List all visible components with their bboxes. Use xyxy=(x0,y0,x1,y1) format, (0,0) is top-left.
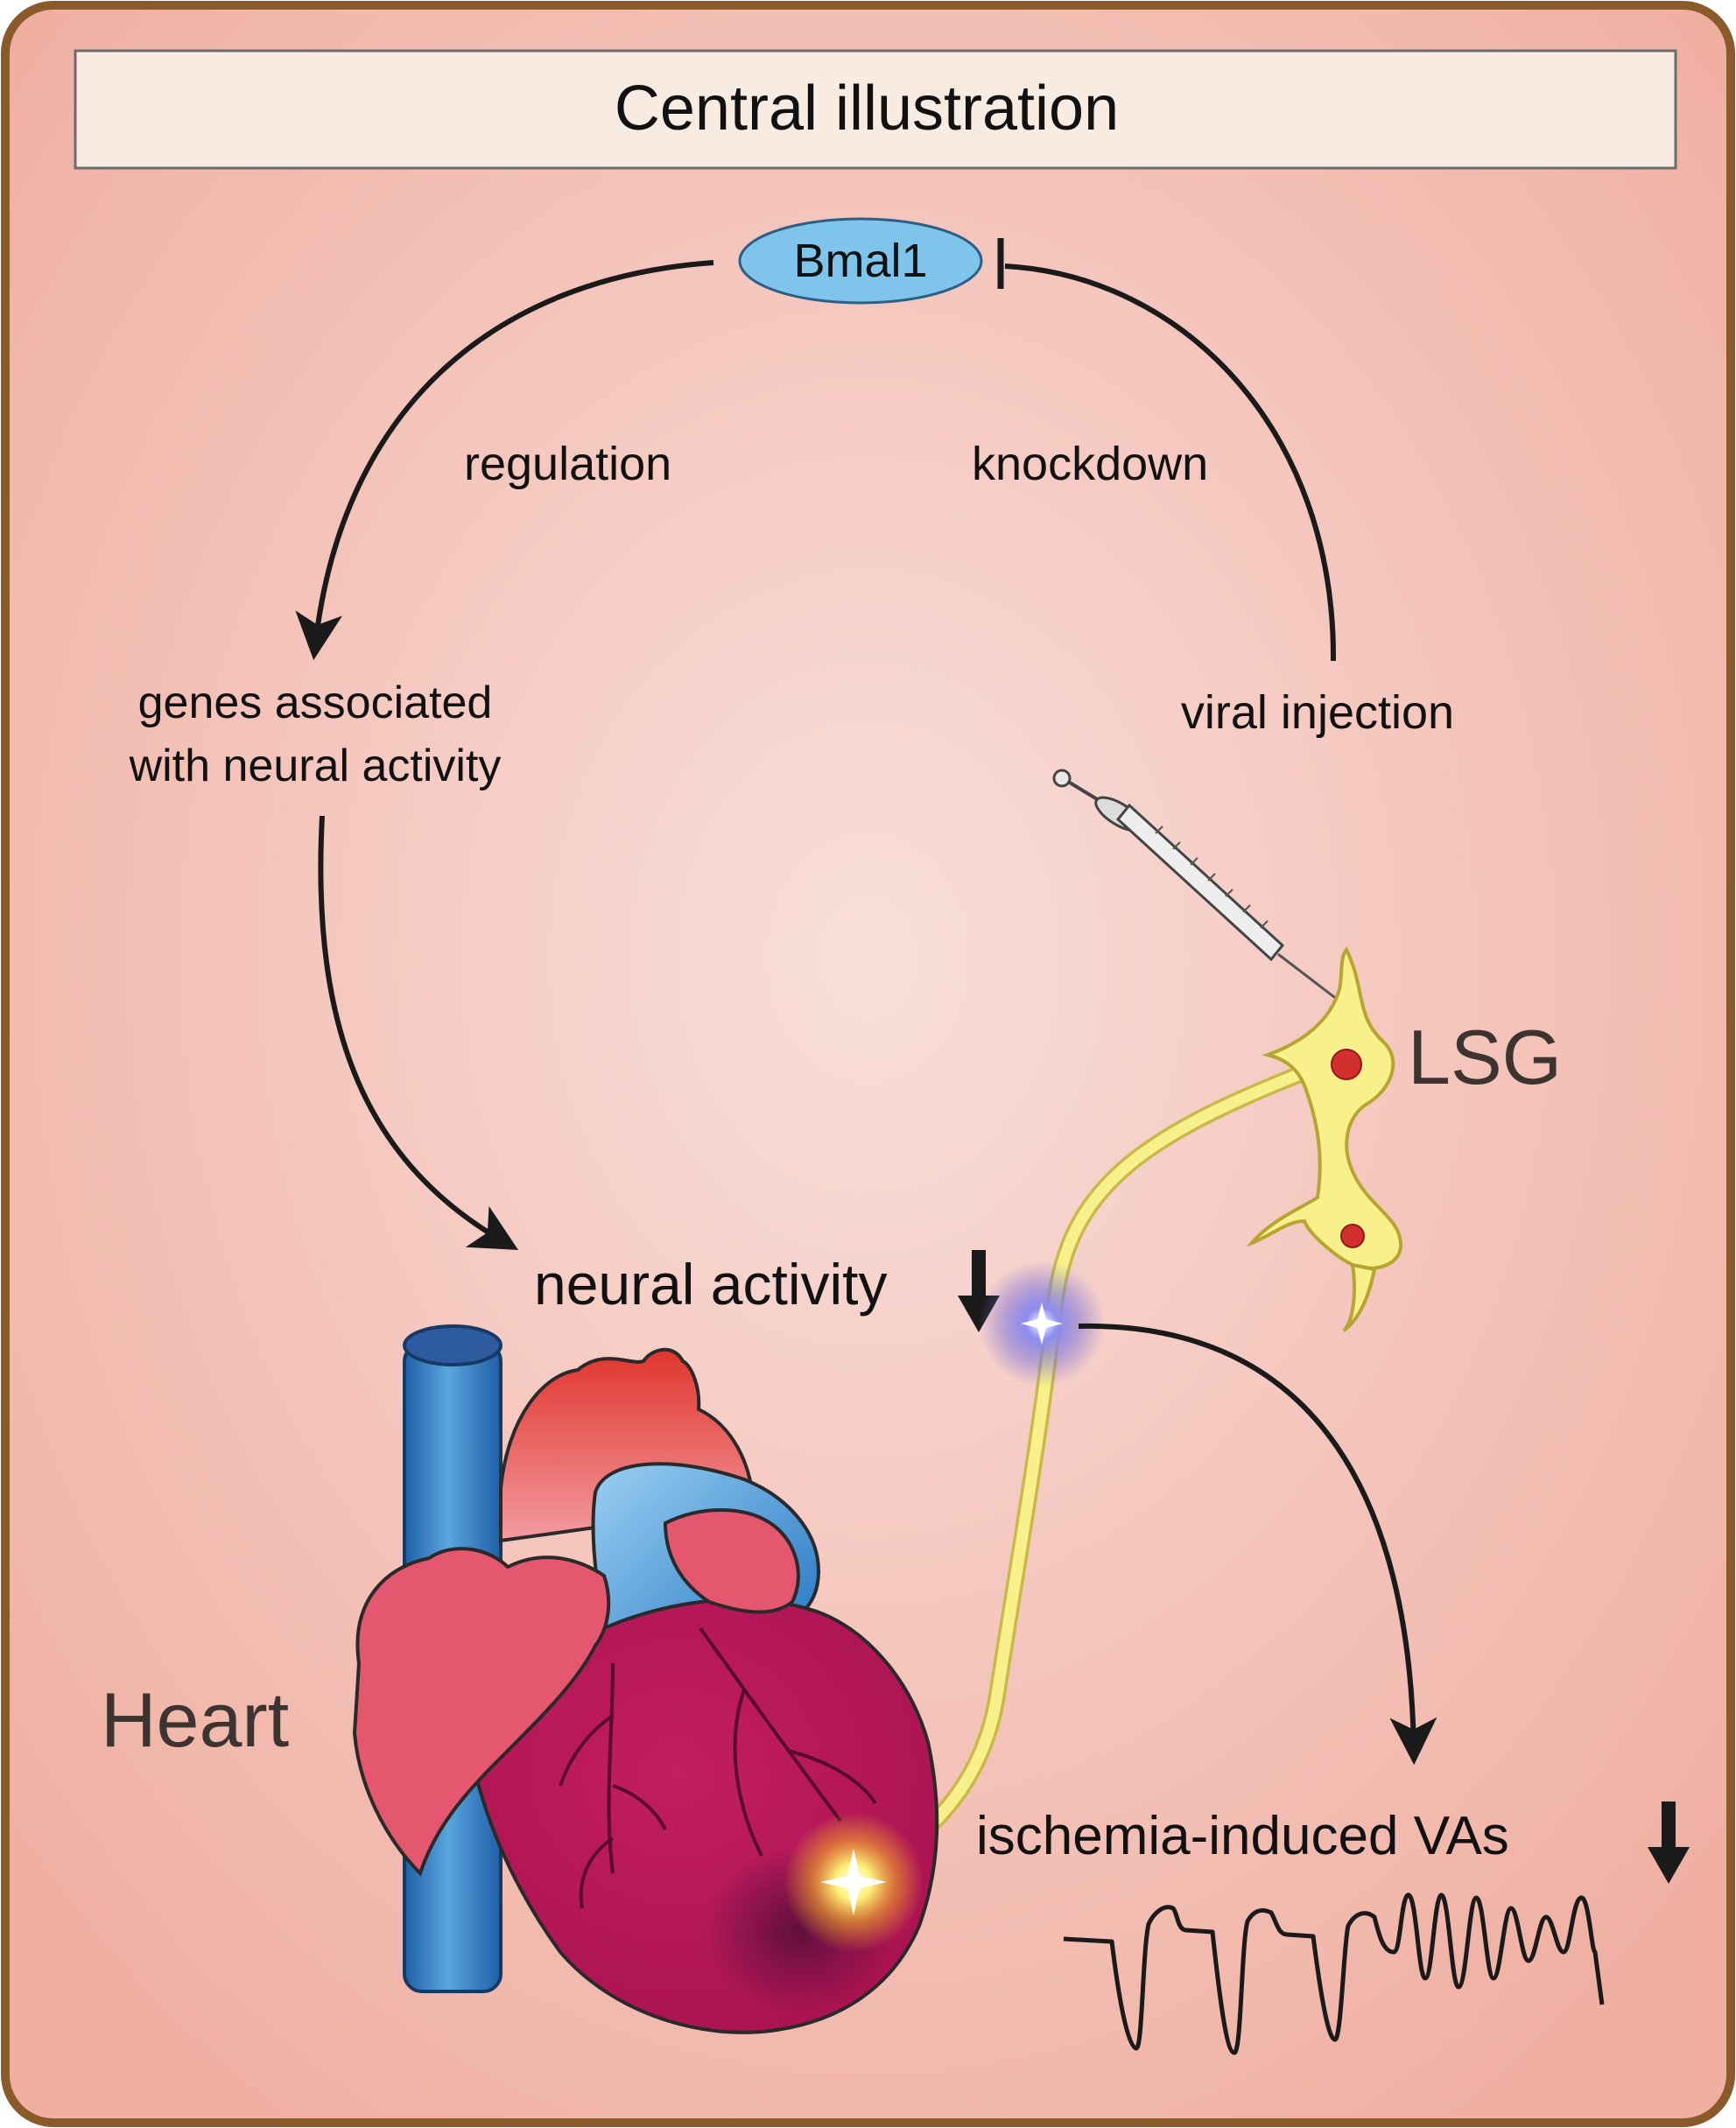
sparkle-yellow xyxy=(820,1849,887,1915)
neuron-nucleus-1 xyxy=(1331,1049,1362,1080)
title-box: Central illustration xyxy=(74,49,1677,170)
viral-injection-label: viral injection xyxy=(1181,686,1454,739)
heart-label: Heart xyxy=(101,1676,289,1763)
neural-activity-label: neural activity xyxy=(534,1252,888,1317)
nerve-fiber-inner xyxy=(847,1066,1311,1888)
neural-to-vas-arrow xyxy=(1078,1323,1437,1766)
vas-label: ischemia-induced VAs xyxy=(976,1806,1509,1866)
down-arrow-icon xyxy=(1648,1801,1690,1884)
regulation-arrow xyxy=(295,260,714,661)
knockdown-label: knockdown xyxy=(972,438,1208,490)
bmal1-label: Bmal1 xyxy=(793,235,927,287)
regulation-label: regulation xyxy=(464,438,671,490)
ecg-trace-icon xyxy=(1063,1893,1605,2055)
genes-label-line2: with neural activity xyxy=(129,741,502,791)
neuron-icon xyxy=(1246,946,1403,1332)
lsg-label: LSG xyxy=(1408,1014,1562,1100)
page-title: Central illustration xyxy=(615,74,1119,144)
bmal1-node: Bmal1 xyxy=(738,217,983,305)
knockdown-inhibition-arc xyxy=(1004,263,1337,662)
sparkle-blue xyxy=(1021,1303,1063,1345)
neuron-nucleus-2 xyxy=(1340,1224,1365,1248)
genes-label-line1: genes associated xyxy=(138,678,493,728)
genes-to-neural-activity-arrow xyxy=(318,815,519,1251)
